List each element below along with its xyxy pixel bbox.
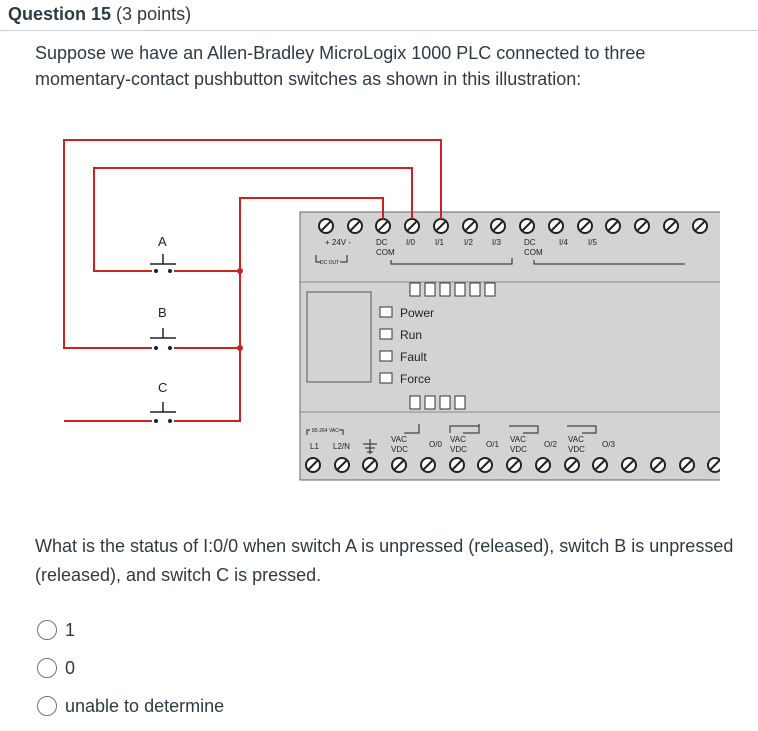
label-l2n: L2/N <box>333 442 350 451</box>
switch-a: A <box>150 234 176 273</box>
label-dc-com1: DC <box>376 238 388 247</box>
answer-option-1[interactable]: 1 <box>37 611 224 649</box>
svg-text:VAC: VAC <box>510 435 526 444</box>
svg-text:VAC: VAC <box>450 435 466 444</box>
force-led <box>379 372 393 384</box>
question-prompt: Suppose we have an Allen-Bradley MicroLo… <box>35 43 646 89</box>
radio-button[interactable] <box>37 696 57 716</box>
run-led <box>379 328 393 340</box>
answer-label: 1 <box>65 619 76 640</box>
plc-body <box>299 211 723 481</box>
label-i2: I/2 <box>464 238 473 247</box>
label-i0: I/0 <box>406 238 415 247</box>
label-supply: 85-264 VAC <box>312 428 339 434</box>
answer-options: 1 0 unable to determine <box>37 611 224 725</box>
svg-text:VAC: VAC <box>568 435 584 444</box>
svg-text:O/3: O/3 <box>602 440 615 449</box>
label-dc-out: DC OUT <box>320 260 339 266</box>
question-points: (3 points) <box>116 4 192 24</box>
svg-text:O/2: O/2 <box>544 440 557 449</box>
question-text: What is the status of I:0/0 when switch … <box>35 536 734 585</box>
radio-button[interactable] <box>37 658 57 678</box>
label-dc-com2b: COM <box>524 248 543 257</box>
switch-c: C <box>150 380 176 423</box>
indicator-fault: Fault <box>400 350 427 364</box>
svg-text:VDC: VDC <box>450 445 467 454</box>
answer-option-0[interactable]: 0 <box>37 649 224 687</box>
wiring <box>63 139 442 422</box>
svg-text:VDC: VDC <box>510 445 527 454</box>
switch-b-label: B <box>158 305 167 320</box>
bottom-terminals: 85-264 VAC L1 L2/N VAC VDC O/0 VAC VDC O… <box>305 424 723 473</box>
indicator-run: Run <box>400 328 422 342</box>
wire-junctions <box>237 268 243 351</box>
answer-option-unable[interactable]: unable to determine <box>37 687 224 725</box>
indicator-panel: Power Run Fault Force <box>379 282 496 410</box>
switch-c-label: C <box>158 380 167 395</box>
plc-wiring-diagram: + 24V - DC OUT DC COM I/0 I/1 I/2 I/3 DC… <box>60 136 723 501</box>
question-header: Question 15 (3 points) <box>8 4 191 25</box>
svg-text:VAC: VAC <box>391 435 407 444</box>
answer-label: 0 <box>65 657 76 678</box>
indicator-force: Force <box>400 372 431 386</box>
svg-text:O/1: O/1 <box>486 440 499 449</box>
label-24v: + 24V - <box>325 238 351 247</box>
label-dc-com2: DC <box>524 238 536 247</box>
status-leds-bottom <box>409 395 466 410</box>
question-number: Question 15 <box>8 4 112 24</box>
svg-text:VDC: VDC <box>391 445 408 454</box>
label-i4: I/4 <box>559 238 568 247</box>
status-leds-top <box>409 282 496 297</box>
label-i5: I/5 <box>588 238 597 247</box>
fault-led <box>379 350 393 362</box>
header-divider <box>0 30 758 31</box>
label-i3: I/3 <box>492 238 501 247</box>
top-terminals: + 24V - DC OUT DC COM I/0 I/1 I/2 I/3 DC… <box>315 218 708 266</box>
radio-button[interactable] <box>37 620 57 640</box>
svg-text:O/0: O/0 <box>429 440 442 449</box>
indicator-power: Power <box>400 306 434 320</box>
svg-text:VDC: VDC <box>568 445 585 454</box>
switch-b: B <box>150 305 176 350</box>
label-dc-com1b: COM <box>376 248 395 257</box>
answer-label: unable to determine <box>65 695 225 716</box>
label-l1: L1 <box>310 442 319 451</box>
label-i1: I/1 <box>435 238 444 247</box>
switch-a-label: A <box>158 234 167 249</box>
power-led <box>379 306 393 318</box>
